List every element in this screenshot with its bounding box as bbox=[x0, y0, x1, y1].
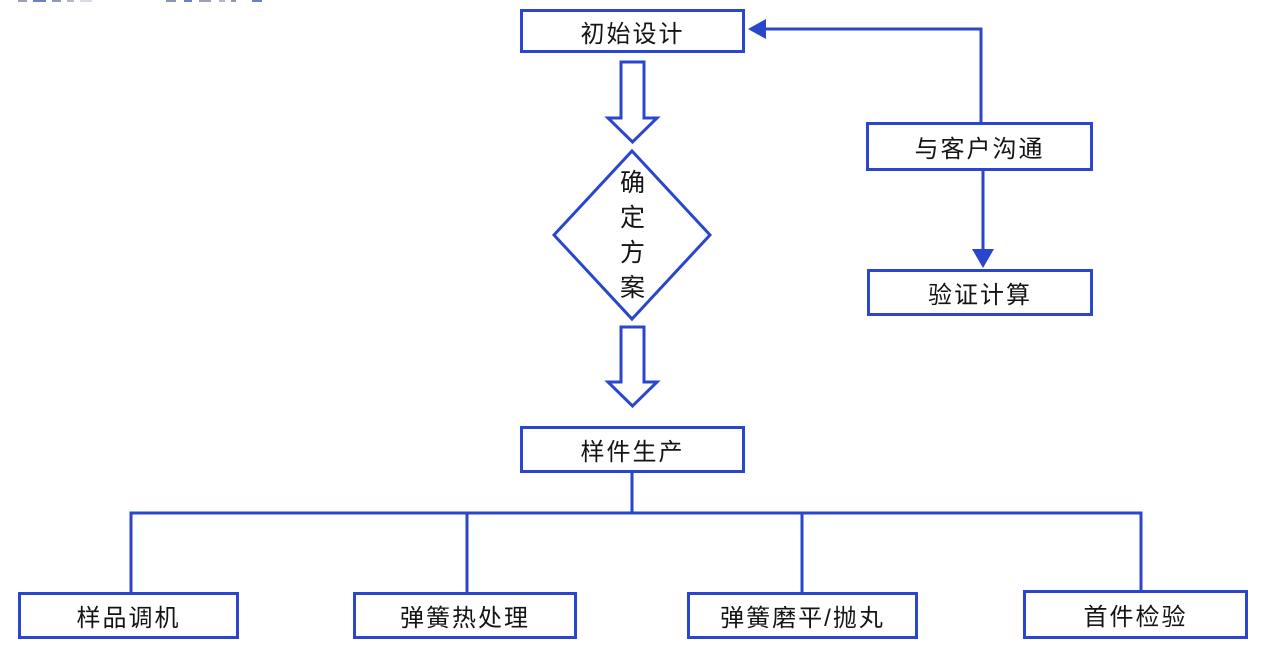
node-communicate-with-customer: 与客户沟通 bbox=[866, 122, 1093, 171]
decision-diamond-label: 确定方案 bbox=[619, 169, 645, 302]
node-sample-production: 样件生产 bbox=[520, 426, 745, 473]
feedback-arrowhead-left-icon bbox=[748, 19, 766, 39]
node-verify-calculation: 验证计算 bbox=[867, 269, 1093, 316]
node-first-article-inspection: 首件检验 bbox=[1023, 590, 1248, 639]
node-initial-design: 初始设计 bbox=[520, 9, 745, 53]
block-arrow-down-1 bbox=[604, 60, 661, 145]
down-arrowhead-icon bbox=[972, 249, 994, 268]
block-arrow-down-2 bbox=[604, 325, 661, 409]
node-spring-heat-treatment: 弹簧热处理 bbox=[353, 592, 577, 639]
feedback-elbow-line bbox=[764, 27, 983, 122]
node-sample-tuning: 样品调机 bbox=[18, 592, 239, 639]
node-spring-grinding-shot-blasting: 弹簧磨平/抛丸 bbox=[687, 592, 918, 639]
decision-diamond bbox=[551, 148, 713, 322]
